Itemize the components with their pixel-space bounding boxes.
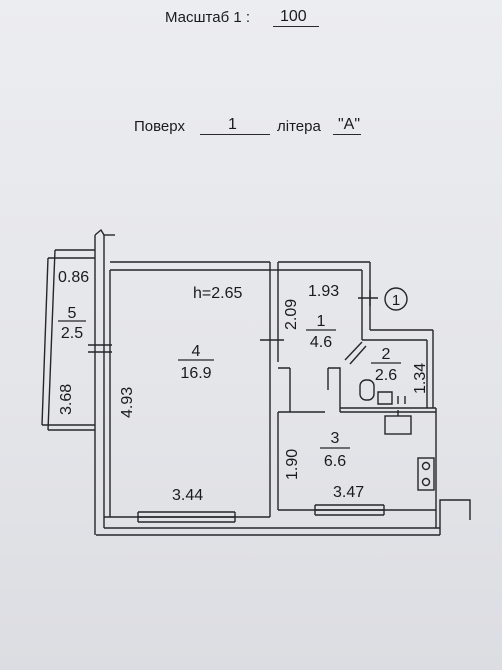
room5-dim-side: 3.68 [58,384,75,415]
room5-walls [41,249,95,431]
scale-label: Масштаб 1 : [165,9,251,26]
door-room2 [344,341,367,365]
room5-dim-top: 0.86 [58,269,89,286]
room3-dim-side: 1.90 [284,449,301,480]
room4-dim-side: 4.93 [119,387,136,418]
bottom-outer-wall [96,527,440,536]
entrance-marker-circle [384,287,408,311]
window-room4 [137,511,236,523]
scale-value: 100 [280,8,307,25]
room2-area: 2.6 [375,367,397,384]
room3-area: 6.6 [324,453,346,470]
toilet-symbol [359,379,375,401]
letter-value: "А" [338,116,361,133]
room5-number: 5 [68,305,77,322]
sink-room2 [377,391,406,405]
floor-label: Поверх [134,118,185,135]
room1-area: 4.6 [310,334,332,351]
room2-walls [362,329,434,408]
scale-underline [273,26,319,27]
window-room3 [314,504,385,516]
room1-number: 1 [317,313,326,330]
room1-top-walls [278,261,371,340]
room1-dim-top: 1.93 [308,283,339,300]
letter-underline [333,134,361,135]
entrance-marker-number: 1 [392,292,400,309]
room3-dim-bottom: 3.47 [333,484,364,501]
stove-symbol [417,457,435,491]
sink-room3 [384,415,412,435]
floor-underline [200,134,270,135]
room4-walls [104,261,270,518]
room2-number: 2 [382,346,391,363]
partition-4-1 [269,262,279,517]
room4-number: 4 [192,343,201,360]
room2-dim-side: 1.34 [412,363,429,394]
room3-number: 3 [331,430,340,447]
room5-area: 2.5 [61,325,83,342]
room4-height: h=2.65 [193,285,242,302]
room1-dim-side: 2.09 [283,299,300,330]
left-outer-wall [94,235,105,535]
room4-area: 16.9 [180,365,211,382]
bottom-right-wall [435,408,471,535]
floor-value: 1 [228,116,237,133]
letter-label: літера [277,118,321,135]
room4-dim-bottom: 3.44 [172,487,203,504]
